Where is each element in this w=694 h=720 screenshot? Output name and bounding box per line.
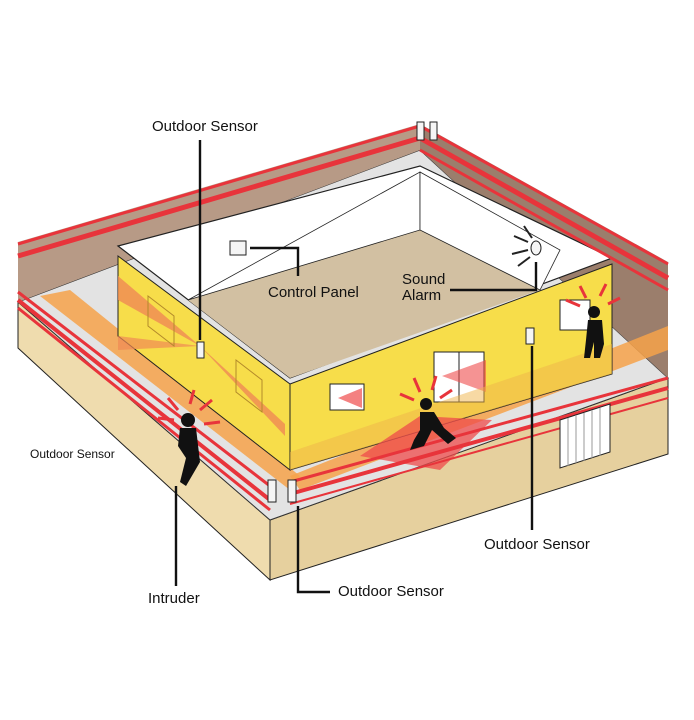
control-panel-icon bbox=[230, 241, 246, 255]
label-outdoor-sensor-right: Outdoor Sensor bbox=[484, 537, 590, 553]
label-outdoor-sensor-bottom: Outdoor Sensor bbox=[338, 584, 444, 600]
wall-sensor-left-icon bbox=[197, 342, 204, 358]
label-outdoor-sensor-top: Outdoor Sensor bbox=[152, 119, 258, 135]
label-outdoor-sensor-left: Outdoor Sensor bbox=[30, 446, 115, 462]
label-sound-alarm-line2: Alarm bbox=[402, 288, 445, 304]
label-sound-alarm: Sound Alarm bbox=[402, 272, 445, 304]
label-control-panel: Control Panel bbox=[268, 285, 359, 301]
label-intruder: Intruder bbox=[148, 591, 200, 607]
label-sound-alarm-line1: Sound bbox=[402, 272, 445, 288]
wall-sensor-right-icon bbox=[526, 328, 534, 344]
